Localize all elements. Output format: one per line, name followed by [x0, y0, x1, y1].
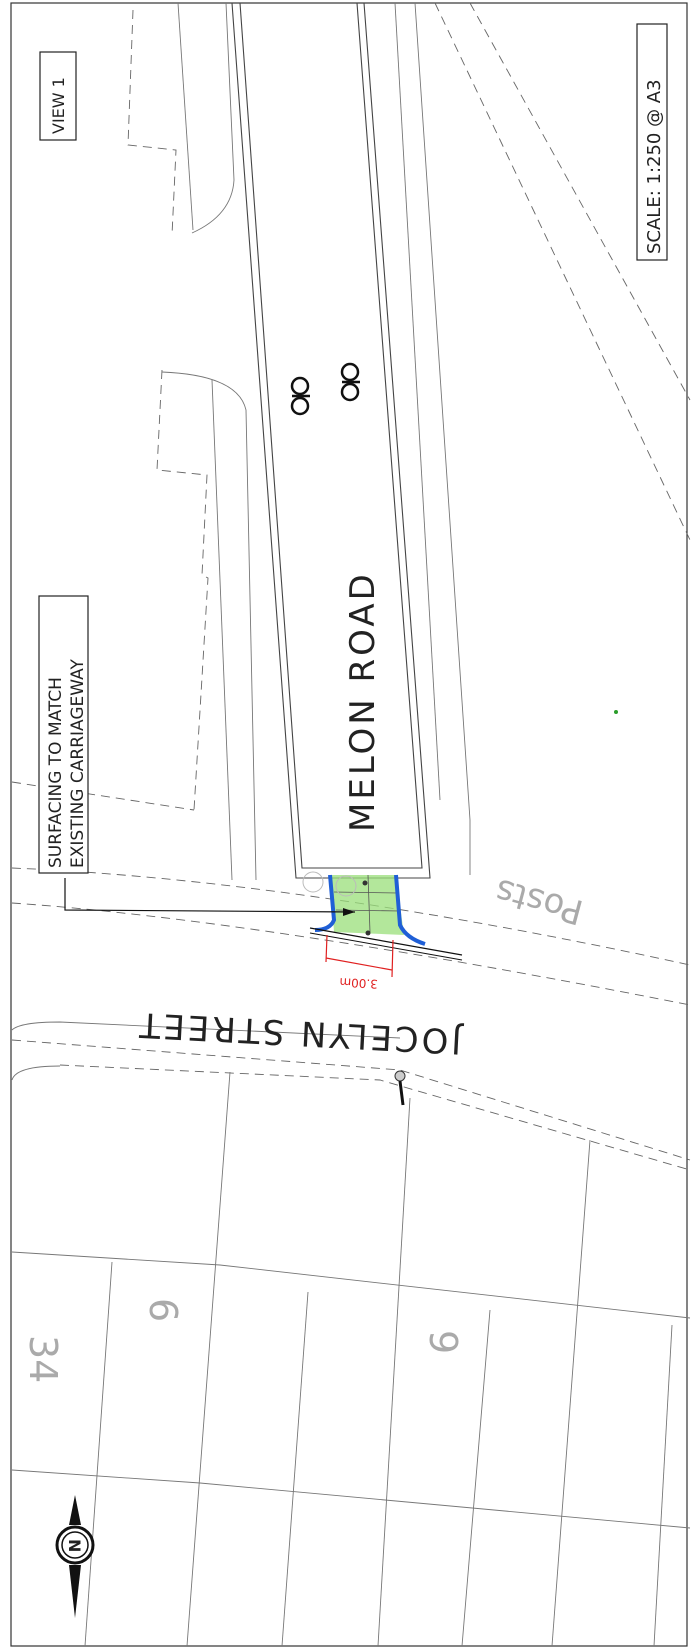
survey-point: [614, 710, 618, 714]
surfacing-note-box: [38, 595, 89, 874]
plot-number-9: 9: [421, 1330, 465, 1354]
property-plot-lines: [11, 1071, 691, 1647]
footway-lines: [11, 2, 471, 1081]
view-label-box: [39, 51, 77, 141]
kerb-edge-line: [309, 927, 463, 956]
scale-label-box: [636, 23, 668, 261]
lamp-post-icon: [394, 1070, 406, 1082]
note-line-2: EXISTING CARRIAGEWAY: [68, 659, 88, 868]
melon-road-carriageway: [231, 2, 431, 879]
north-letter: N: [65, 1539, 84, 1552]
drawing-border: [10, 2, 688, 1647]
view-label: VIEW 1: [49, 77, 68, 134]
note-leader-line: [64, 878, 356, 913]
new-surfacing-area: [330, 875, 404, 935]
posts-label: Posts: [491, 870, 587, 932]
dimension-line: [325, 934, 394, 978]
street-name: JOCELYN STREET: [136, 1004, 465, 1061]
plot-number-34: 34: [21, 1335, 65, 1383]
plot-number-6: 6: [141, 1298, 185, 1322]
note-line-1: SURFACING TO MATCH: [46, 677, 66, 868]
north-arrow-icon: N: [55, 1495, 95, 1618]
dimension-label: 3.00m: [339, 975, 378, 991]
road-name: MELON ROAD: [343, 571, 383, 832]
scale-label: SCALE: 1:250 @ A3: [644, 79, 665, 254]
property-boundaries-dashed: [11, 2, 691, 1171]
bollard-posts: [302, 871, 357, 897]
bicycle-marking-icon: [290, 362, 360, 416]
